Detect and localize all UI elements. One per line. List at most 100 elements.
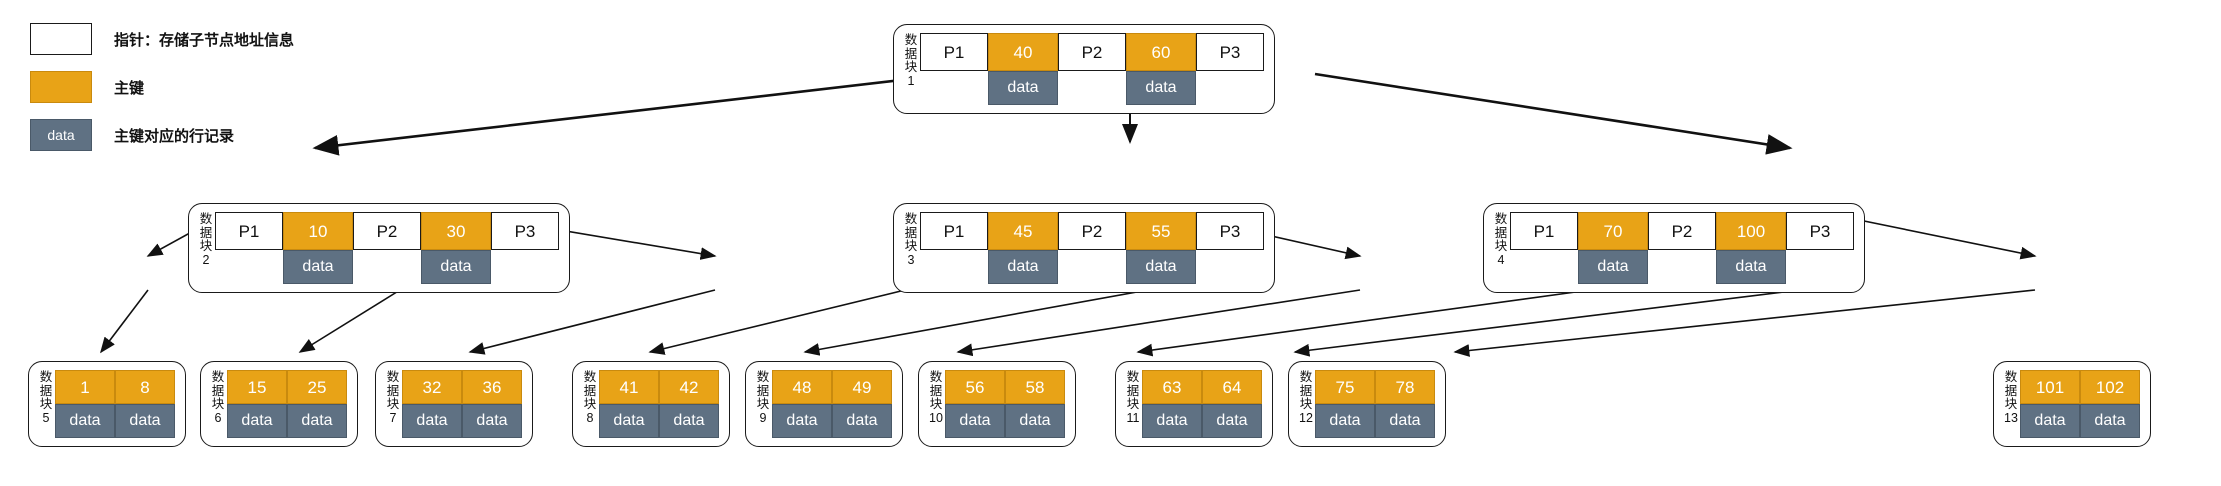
key-cell-25[interactable]: 25 — [287, 370, 347, 404]
pointer-cell-P1[interactable]: P1 — [920, 212, 988, 250]
pointer-cell-P3[interactable]: P3 — [1196, 33, 1264, 71]
pointer-cell-P3[interactable]: P3 — [1196, 212, 1264, 250]
pointer-cell-P1[interactable]: P1 — [215, 212, 283, 250]
data-cell[interactable]: data — [283, 250, 353, 284]
data-cell[interactable]: data — [402, 404, 462, 438]
data-cell[interactable]: data — [945, 404, 1005, 438]
data-cell[interactable]: data — [2080, 404, 2140, 438]
pointer-cell-P1[interactable]: P1 — [1510, 212, 1578, 250]
key-cell-45[interactable]: 45 — [988, 212, 1058, 250]
block-number: 7 — [389, 410, 397, 425]
block-number: 6 — [214, 410, 222, 425]
data-cell[interactable]: data — [1126, 71, 1196, 105]
key-cell-102[interactable]: 102 — [2080, 370, 2140, 404]
key-cell-40[interactable]: 40 — [988, 33, 1058, 71]
data-cell[interactable]: data — [1005, 404, 1065, 438]
key-cell-48[interactable]: 48 — [772, 370, 832, 404]
data-cell[interactable]: data — [1578, 250, 1648, 284]
key-cell-78[interactable]: 78 — [1375, 370, 1435, 404]
key-cell-8[interactable]: 8 — [115, 370, 175, 404]
cell-spacer — [920, 71, 988, 105]
pointer-cell-P1[interactable]: P1 — [920, 33, 988, 71]
data-cell[interactable]: data — [832, 404, 892, 438]
data-cell[interactable]: data — [55, 404, 115, 438]
cell-spacer — [1196, 250, 1264, 284]
key-cell-42[interactable]: 42 — [659, 370, 719, 404]
key-cell-58[interactable]: 58 — [1005, 370, 1065, 404]
data-cell[interactable]: data — [1375, 404, 1435, 438]
key-cell-75[interactable]: 75 — [1315, 370, 1375, 404]
key-cell-101[interactable]: 101 — [2020, 370, 2080, 404]
data-cell[interactable]: data — [2020, 404, 2080, 438]
data-cell[interactable]: data — [227, 404, 287, 438]
data-cell[interactable]: data — [287, 404, 347, 438]
data-cell[interactable]: data — [1716, 250, 1786, 284]
key-cell-56[interactable]: 56 — [945, 370, 1005, 404]
data-cell[interactable]: data — [1142, 404, 1202, 438]
edge-root-to-block4 — [1314, 72, 1793, 155]
node-column: P3 — [1786, 212, 1854, 284]
data-cell[interactable]: data — [772, 404, 832, 438]
key-cell-70[interactable]: 70 — [1578, 212, 1648, 250]
data-cell[interactable]: data — [599, 404, 659, 438]
data-cell[interactable]: data — [1202, 404, 1262, 438]
key-cell-32[interactable]: 32 — [402, 370, 462, 404]
key-cell-15[interactable]: 15 — [227, 370, 287, 404]
pointer-cell-P2[interactable]: P2 — [1058, 33, 1126, 71]
key-cell-55[interactable]: 55 — [1126, 212, 1196, 250]
key-cell-60[interactable]: 60 — [1126, 33, 1196, 71]
data-cell[interactable]: data — [1315, 404, 1375, 438]
edge-stub-leaf6 — [298, 289, 401, 353]
pointer-cell-P3[interactable]: P3 — [1786, 212, 1854, 250]
block-number: 3 — [907, 252, 915, 267]
legend: 指针：存储子节点地址信息 主键 data 主键对应的行记录 — [30, 22, 360, 166]
key-cell-41[interactable]: 41 — [599, 370, 659, 404]
data-cell[interactable]: data — [1126, 250, 1196, 284]
cell-spacer — [1058, 250, 1126, 284]
pointer-cell-P2[interactable]: P2 — [353, 212, 421, 250]
pointer-cell-P2[interactable]: P2 — [1058, 212, 1126, 250]
pointer-cell-P2[interactable]: P2 — [1648, 212, 1716, 250]
block-number: 13 — [2004, 410, 2018, 425]
key-cell-100[interactable]: 100 — [1716, 212, 1786, 250]
key-cell-1[interactable]: 1 — [55, 370, 115, 404]
edge-stub-leaf9 — [803, 289, 1149, 356]
key-cell-36[interactable]: 36 — [462, 370, 522, 404]
data-cell[interactable]: data — [988, 71, 1058, 105]
key-cell-30[interactable]: 30 — [421, 212, 491, 250]
cell-spacer — [491, 250, 559, 284]
key-cell-64[interactable]: 64 — [1202, 370, 1262, 404]
key-cell-10[interactable]: 10 — [283, 212, 353, 250]
data-cell[interactable]: data — [421, 250, 491, 284]
data-cell[interactable]: data — [462, 404, 522, 438]
data-cell[interactable]: data — [659, 404, 719, 438]
key-cell-49[interactable]: 49 — [832, 370, 892, 404]
key-cell-63[interactable]: 63 — [1142, 370, 1202, 404]
data-cell[interactable]: data — [115, 404, 175, 438]
data-cell[interactable]: data — [988, 250, 1058, 284]
pointer-cell-P3[interactable]: P3 — [491, 212, 559, 250]
